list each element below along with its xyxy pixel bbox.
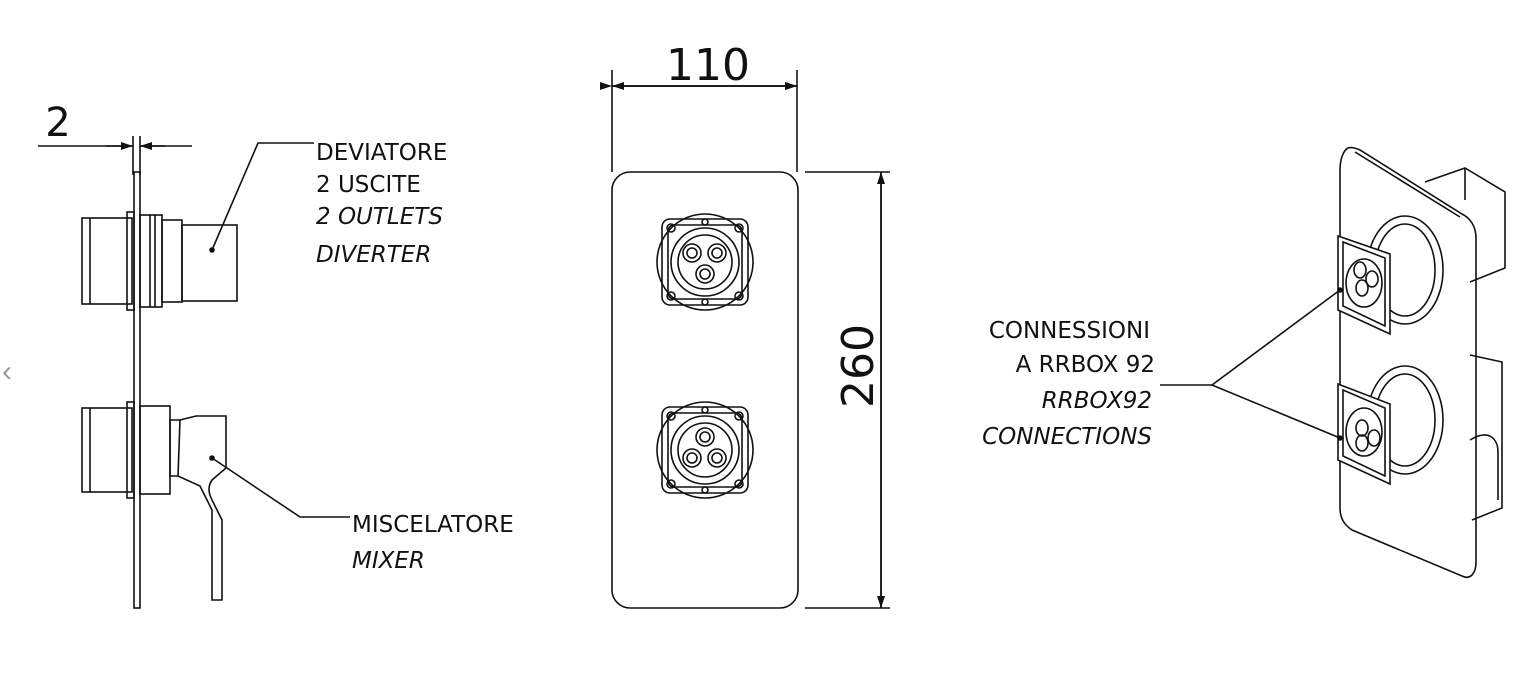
diverter-label-en: DIVERTER [316,242,431,268]
chevron-left-icon: ‹ [2,355,12,388]
side-view [38,136,350,609]
connections-target-en: RRBOX92 [1042,388,1152,414]
upper-cartridge [656,213,754,311]
front-view [600,70,890,609]
prev-image-button[interactable]: ‹ [0,352,20,392]
height-dimension-label: 260 [833,324,884,408]
lower-cartridge [656,401,754,499]
gap-dimension-label: 2 [45,100,70,146]
connections-label-it: CONNESSIONI [989,318,1150,344]
connections-label-en: CONNECTIONS [982,424,1152,450]
mixer-label-en: MIXER [352,548,425,574]
isometric-view [1160,146,1506,578]
connections-callout: CONNESSIONI A RRBOX 92 RRBOX92 CONNECTIO… [982,318,1155,450]
connections-target-it: A RRBOX 92 [1016,352,1155,378]
diverter-label-it: DEVIATORE [316,140,447,166]
mixer-callout: MISCELATORE MIXER [352,512,514,574]
diverter-callout: DEVIATORE 2 USCITE 2 OUTLETS DIVERTER [316,140,447,268]
mixer-label-it: MISCELATORE [352,512,514,538]
width-dimension-label: 110 [666,40,750,91]
diverter-outlets-en: 2 OUTLETS [316,204,443,230]
diverter-outlets-it: 2 USCITE [316,172,421,198]
